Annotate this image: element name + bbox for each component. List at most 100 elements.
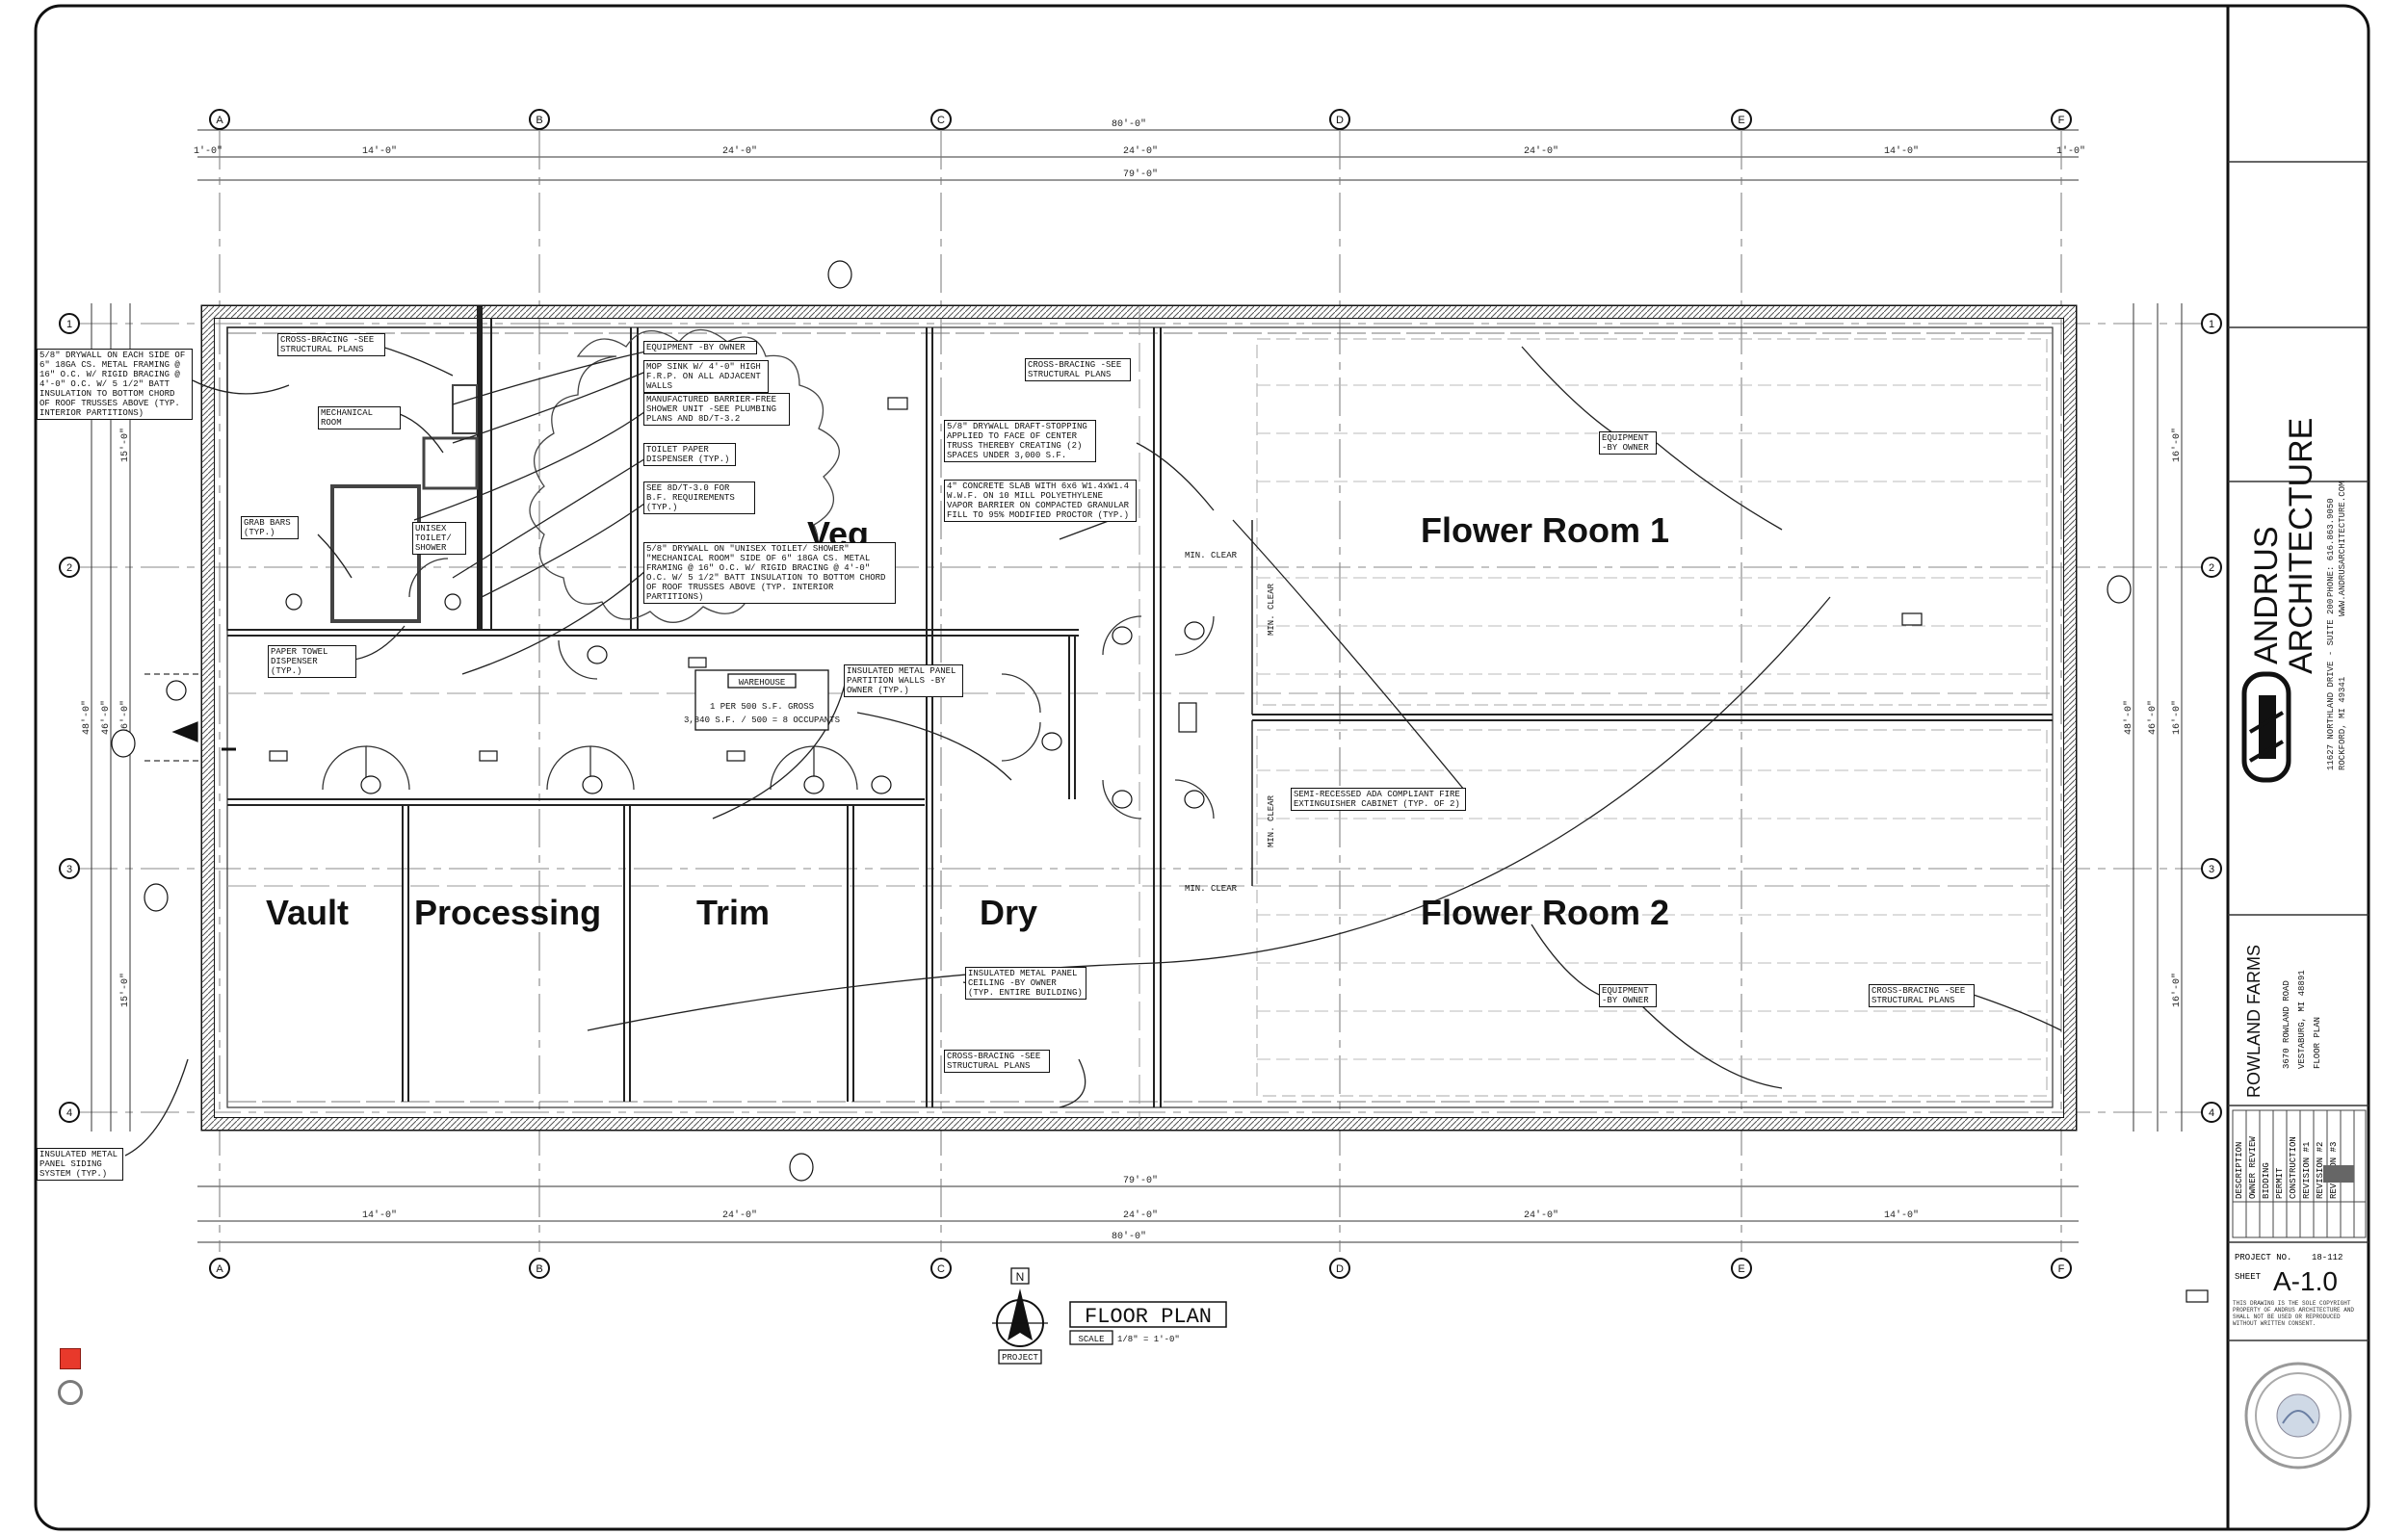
svg-text:A: A [216, 1263, 223, 1275]
room-label-vault: Vault [266, 893, 349, 932]
title-block: ANDRUS ARCHITECTURE 11627 NORTHLAND DRIV… [2228, 161, 2369, 1470]
dim-side-bay-2-right: 16'-0" [2171, 700, 2183, 735]
dim-end-right-top: 1'-0" [2056, 145, 2085, 157]
firm-address-1: 11627 NORTHLAND DRIVE - SUITE 200 [2326, 599, 2336, 770]
svg-text:F: F [2058, 115, 2065, 126]
dim-side-overall-left: 48'-0" [81, 700, 92, 735]
note-see-8d: SEE 8D/T-3.0 FOR B.F. REQUIREMENTS (TYP.… [643, 481, 755, 514]
dim-side-bay-2-left: 16'-0" [119, 700, 131, 735]
grid-bubbles: A B C D E F A B C D E F 1 2 3 4 1 2 3 4 [59, 109, 2222, 1279]
grid-bubble-b-top: B [529, 109, 550, 130]
note-paper-towel: PAPER TOWEL DISPENSER (TYP.) [268, 645, 356, 678]
svg-text:2: 2 [66, 562, 72, 574]
plan-title: FLOOR PLAN SCALE 1/8" = 1'-0" [1069, 1301, 1227, 1345]
warehouse-area: 3,840 S.F. / 500 = 8 OCCUPANTS [684, 715, 840, 725]
grid-bubble-d-top: D [1329, 109, 1350, 130]
revision-3: PERMIT [2275, 1167, 2285, 1199]
dim-bay-3-top: 24'-0" [1123, 145, 1158, 157]
dim-side-overall-right: 48'-0" [2123, 700, 2134, 735]
note-equipment-fr1: EQUIPMENT -BY OWNER [1599, 431, 1657, 455]
room-label-trim: Trim [696, 893, 770, 932]
architect-seal-icon [2244, 1362, 2352, 1470]
firm-name-line2: ARCHITECTURE [2283, 418, 2319, 674]
dim-bay-4-top: 24'-0" [1524, 145, 1558, 157]
leader-lines [124, 344, 2062, 1157]
revision-5: REVISION #1 [2302, 1142, 2312, 1199]
dim-side-bay-3-left: 15'-0" [119, 973, 131, 1007]
project-no: 18-112 [2312, 1253, 2343, 1262]
note-mop-sink: MOP SINK W/ 4'-0" HIGH F.R.P. ON ALL ADJ… [643, 360, 769, 393]
sheet-title: FLOOR PLAN [2313, 1017, 2322, 1069]
svg-text:4: 4 [66, 1107, 72, 1119]
record-stop-button[interactable] [60, 1348, 81, 1369]
note-toilet-paper: TOILET PAPER DISPENSER (TYP.) [643, 443, 736, 466]
dimensions-top [79, 129, 2208, 1252]
note-draft-stopping: 5/8" DRYWALL DRAFT-STOPPING APPLIED TO F… [944, 420, 1096, 462]
dim-bay-5-bottom: 14'-0" [1884, 1210, 1919, 1221]
grid-bubble-1-right: 1 [2201, 313, 2222, 334]
plan-scale: 1/8" = 1'-0" [1117, 1335, 1180, 1344]
grid-bubble-c-bottom: C [930, 1258, 952, 1279]
dim-bay-5-top: 14'-0" [1884, 145, 1919, 157]
dim-bay-4-bottom: 24'-0" [1524, 1210, 1558, 1221]
plan-title-text: FLOOR PLAN [1085, 1305, 1212, 1329]
note-fire-extinguisher: SEMI-RECESSED ADA COMPLIANT FIRE EXTINGU… [1291, 788, 1466, 811]
dim-side-bay-1-right: 16'-0" [2171, 428, 2183, 462]
client-address-2: VESTABURG, MI 48891 [2297, 970, 2307, 1069]
dim-end-left-top: 1'-0" [194, 145, 222, 157]
grid-bubble-3-left: 3 [59, 858, 80, 879]
svg-text:A: A [216, 115, 223, 126]
svg-text:E: E [1738, 1263, 1744, 1275]
min-clear-upper: MIN. CLEAR [1185, 551, 1238, 560]
note-drywall-unisex: 5/8" DRYWALL ON "UNISEX TOILET/ SHOWER" … [643, 542, 896, 604]
door-swings [144, 558, 1215, 820]
north-arrow-icon: N PROJECT [992, 1267, 1048, 1365]
svg-text:N: N [1016, 1270, 1025, 1284]
grid-bubble-f-top: F [2051, 109, 2072, 130]
grid-bubble-2-left: 2 [59, 557, 80, 578]
firm-address-2: ROCKFORD, MI 49341 [2338, 677, 2347, 770]
svg-text:D: D [1336, 1263, 1344, 1275]
record-toggle-button[interactable] [58, 1380, 83, 1405]
svg-text:3: 3 [66, 864, 72, 875]
copyright-note: THIS DRAWING IS THE SOLE COPYRIGHT PROPE… [2233, 1300, 2355, 1327]
revision-header: DESCRIPTION [2235, 1142, 2244, 1199]
svg-text:3: 3 [2209, 864, 2214, 875]
note-equipment-fr2: EQUIPMENT -BY OWNER [1599, 984, 1657, 1007]
min-clear-vert-lower: MIN. CLEAR [1267, 794, 1276, 847]
grid-bubble-c-top: C [930, 109, 952, 130]
dim-bay-2-top: 24'-0" [722, 145, 757, 157]
firm-logo [2241, 671, 2291, 783]
svg-text:E: E [1738, 115, 1744, 126]
min-clear-vert-upper: MIN. CLEAR [1267, 583, 1276, 636]
room-label-flower-room-1: Flower Room 1 [1421, 510, 1669, 550]
svg-text:1: 1 [2209, 319, 2214, 330]
warehouse-sub: 1 PER 500 S.F. GROSS [710, 702, 814, 712]
dimension-labels: 80'-0" 14'-0" 24'-0" 24'-0" 24'-0" 14'-0… [81, 118, 2183, 1242]
grid-bubble-f-bottom: F [2051, 1258, 2072, 1279]
note-unisex: UNISEX TOILET/ SHOWER [412, 522, 466, 555]
grid-bubble-4-right: 4 [2201, 1102, 2222, 1123]
revision-1: OWNER REVIEW [2248, 1136, 2258, 1199]
revision-4: CONSTRUCTION [2289, 1136, 2298, 1199]
grid-bubble-1-left: 1 [59, 313, 80, 334]
equipment-tags [111, 260, 2209, 1303]
dim-bay-1-bottom: 14'-0" [362, 1210, 397, 1221]
note-slab: 4" CONCRETE SLAB WITH 6x6 W1.4xW1.4 W.W.… [944, 480, 1137, 522]
warehouse-label: WAREHOUSE [739, 678, 786, 688]
sheet-label: SHEET [2235, 1272, 2262, 1282]
dim-side-bay-1-left: 15'-0" [119, 428, 131, 462]
svg-text:B: B [536, 115, 542, 126]
grid-bubble-3-right: 3 [2201, 858, 2222, 879]
firm-web: WWW.ANDRUSARCHITECTURE.COM [2338, 481, 2347, 616]
dim-bay-2-bottom: 24'-0" [722, 1210, 757, 1221]
dim-overall-bottom: 80'-0" [1112, 1231, 1146, 1242]
note-insulated-ceiling: INSULATED METAL PANEL CEILING -BY OWNER … [965, 967, 1086, 1000]
warehouse-occupancy-tag: WAREHOUSE 1 PER 500 S.F. GROSS 3,840 S.F… [684, 669, 840, 731]
room-labels: Veg Flower Room 1 Flower Room 2 Vault Pr… [266, 510, 1669, 932]
note-cross-bracing-right: CROSS-BRACING -SEE STRUCTURAL PLANS [1869, 984, 1975, 1007]
dim-side-bay-3-right: 16'-0" [2171, 973, 2183, 1007]
grid-bubble-4-left: 4 [59, 1102, 80, 1123]
grid-bubble-e-top: E [1731, 109, 1752, 130]
